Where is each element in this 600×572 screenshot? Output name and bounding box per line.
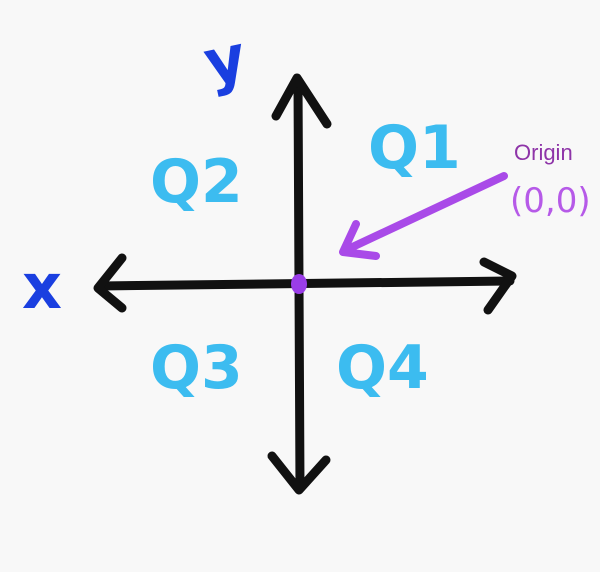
y-axis-down-arrowhead bbox=[267, 451, 331, 495]
origin-arrow bbox=[339, 172, 508, 260]
quadrant-label-q3: Q3 bbox=[150, 333, 243, 403]
y-axis-label: y bbox=[198, 20, 253, 100]
quadrant-label-q4: Q4 bbox=[336, 333, 429, 403]
origin-label: Origin bbox=[514, 140, 573, 165]
y-axis-up-arrowhead bbox=[271, 73, 332, 129]
x-axis-right-arrowhead bbox=[479, 257, 517, 315]
origin-point bbox=[291, 274, 307, 294]
quadrant-label-q1: Q1 bbox=[368, 113, 461, 183]
x-axis-left-arrowhead bbox=[93, 253, 127, 313]
quadrant-label-q2: Q2 bbox=[150, 147, 243, 217]
origin-coordinates: (0,0) bbox=[510, 181, 591, 221]
x-axis-label: x bbox=[22, 250, 62, 323]
